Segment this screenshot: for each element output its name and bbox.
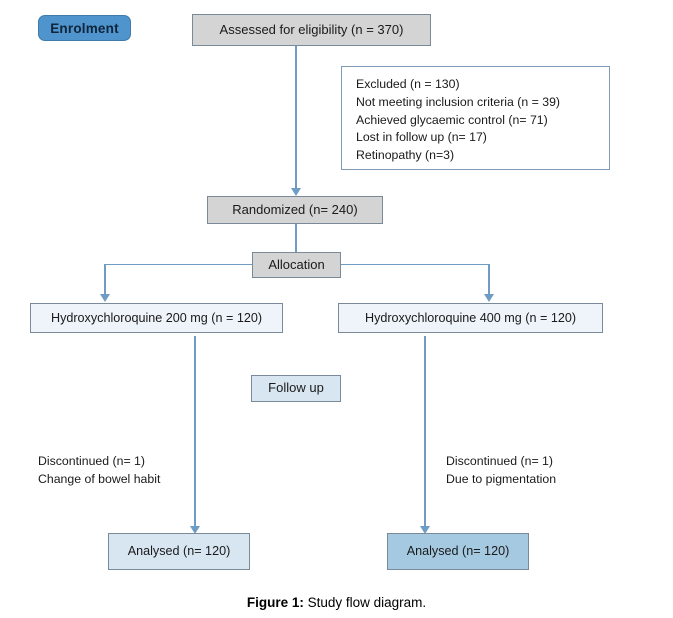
excluded-line-2: Not meeting inclusion criteria (n = 39) — [356, 94, 561, 109]
excluded-line-3: Achieved glycaemic control (n= 71) — [356, 112, 548, 127]
figure-caption-text: Study flow diagram. — [303, 595, 427, 610]
figure-caption-label: Figure 1: — [246, 595, 304, 610]
node-randomized: Randomized (n= 240) — [207, 196, 383, 224]
connector-allocation-right-vertical — [488, 264, 490, 296]
note-discontinued-left-line1: Discontinued (n= 1) — [38, 454, 145, 468]
note-discontinued-right: Discontinued (n= 1) Due to pigmentation — [446, 452, 556, 489]
stage-box-follow-up: Follow up — [251, 375, 341, 402]
connector-assessed-to-randomized — [295, 46, 297, 190]
note-discontinued-right-line1: Discontinued (n= 1) — [446, 454, 553, 468]
node-assessed-for-eligibility: Assessed for eligibility (n = 370) — [192, 14, 431, 46]
excluded-line-4: Lost in follow up (n= 17) — [356, 130, 487, 145]
node-analysed-left: Analysed (n= 120) — [108, 533, 250, 570]
connector-allocation-left-horizontal — [104, 264, 252, 266]
connector-arm-left-to-analysed — [194, 336, 196, 528]
arrowhead-arm-left-to-analysed — [190, 526, 200, 534]
connector-allocation-left-vertical — [104, 264, 106, 296]
connector-allocation-right-horizontal — [341, 264, 489, 266]
connector-arm-right-to-analysed — [424, 336, 426, 528]
node-excluded: Excluded (n = 130) Not meeting inclusion… — [341, 66, 610, 170]
arrowhead-allocation-right — [484, 294, 494, 302]
arrowhead-arm-right-to-analysed — [420, 526, 430, 534]
connector-randomized-to-allocation — [295, 224, 297, 252]
figure-caption: Figure 1: Study flow diagram. — [0, 595, 673, 610]
note-discontinued-left-line2: Change of bowel habit — [38, 472, 161, 487]
stage-badge-enrolment: Enrolment — [38, 15, 131, 41]
arrowhead-assessed-to-randomized — [291, 188, 301, 196]
node-arm-hydroxychloroquine-200: Hydroxychloroquine 200 mg (n = 120) — [30, 303, 283, 333]
excluded-line-5: Retinopathy (n=3) — [356, 148, 455, 163]
arrowhead-allocation-left — [100, 294, 110, 302]
note-discontinued-right-line2: Due to pigmentation — [446, 472, 557, 487]
node-analysed-right: Analysed (n= 120) — [387, 533, 529, 570]
node-arm-hydroxychloroquine-400: Hydroxychloroquine 400 mg (n = 120) — [338, 303, 603, 333]
note-discontinued-left: Discontinued (n= 1) Change of bowel habi… — [38, 452, 160, 489]
stage-box-allocation: Allocation — [252, 252, 341, 278]
excluded-line-1: Excluded (n = 130) — [356, 77, 460, 91]
